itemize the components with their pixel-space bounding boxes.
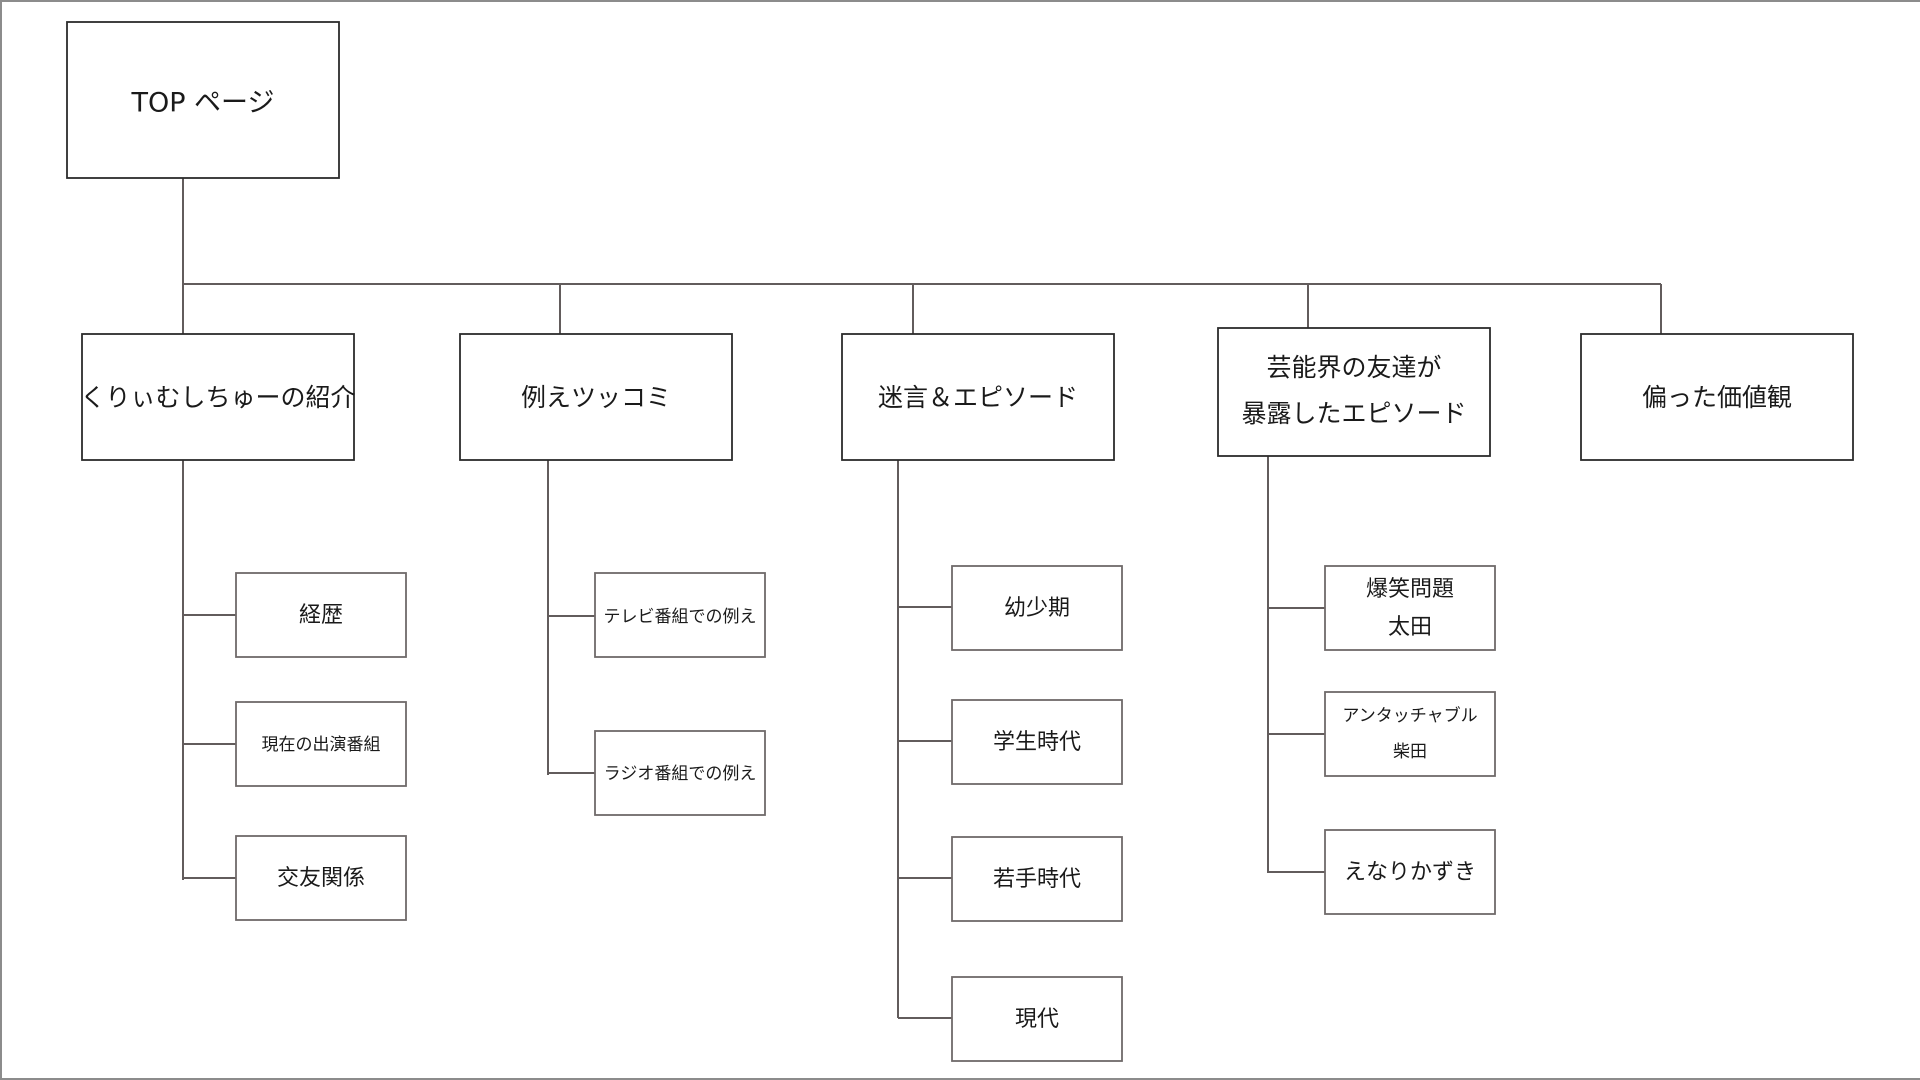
node-enari[interactable]: えなりかずき — [1324, 829, 1496, 915]
node-radio-example[interactable]: ラジオ番組での例え — [594, 730, 766, 816]
node-gakusei-box[interactable] — [951, 699, 1123, 785]
node-wakate-label: 若手時代 — [993, 867, 1081, 892]
node-bangumi-box[interactable] — [235, 701, 407, 787]
node-enari-box[interactable] — [1324, 829, 1496, 915]
node-top-page-label: TOP ページ — [130, 88, 274, 119]
node-bangumi[interactable]: 現在の出演番組 — [235, 701, 407, 787]
node-bangumi-label: 現在の出演番組 — [262, 735, 381, 755]
node-gendai-label: 現代 — [1015, 1007, 1059, 1032]
node-geinokai-label-line1: 芸能界の友達が — [1266, 353, 1441, 382]
node-ohta-box[interactable] — [1324, 565, 1496, 651]
node-radio-example-label: ラジオ番組での例え — [604, 764, 757, 784]
node-keireki-label: 経歴 — [299, 603, 343, 628]
node-keireki[interactable]: 経歴 — [235, 572, 407, 658]
node-meigen[interactable]: 迷言＆エピソード — [841, 333, 1115, 461]
node-tv-example-box[interactable] — [594, 572, 766, 658]
node-gendai[interactable]: 現代 — [951, 976, 1123, 1062]
node-shibata-label-line2: 柴田 — [1393, 742, 1427, 762]
node-gendai-box[interactable] — [951, 976, 1123, 1062]
node-geinokai-label-line2: 暴露したエピソード — [1241, 399, 1466, 428]
node-top-page[interactable]: TOP ページ — [66, 21, 340, 179]
node-tsukkomi-label: 例えツッコミ — [521, 383, 671, 412]
node-tsukkomi[interactable]: 例えツッコミ — [459, 333, 733, 461]
node-kachikan-box[interactable] — [1580, 333, 1854, 461]
node-kouyuu-label: 交友関係 — [277, 866, 365, 891]
node-ohta-label-line2: 太田 — [1388, 615, 1432, 640]
node-kachikan[interactable]: 偏った価値観 — [1580, 333, 1854, 461]
node-intro-label: くりぃむしちゅーの紹介 — [80, 383, 355, 412]
node-enari-label: えなりかずき — [1344, 860, 1476, 885]
node-youshouki-box[interactable] — [951, 565, 1123, 651]
node-intro[interactable]: くりぃむしちゅーの紹介 — [80, 333, 356, 461]
node-kouyuu-box[interactable] — [235, 835, 407, 921]
node-shibata-label-line1: アンタッチャブル — [1342, 705, 1477, 726]
node-shibata-box[interactable] — [1324, 691, 1496, 777]
node-top-page-box[interactable] — [66, 21, 340, 179]
node-kouyuu[interactable]: 交友関係 — [235, 835, 407, 921]
node-kachikan-label: 偏った価値観 — [1642, 383, 1792, 412]
node-meigen-box[interactable] — [841, 333, 1115, 461]
node-geinokai-box[interactable] — [1217, 327, 1491, 457]
node-youshouki-label: 幼少期 — [1004, 596, 1070, 621]
node-radio-example-box[interactable] — [594, 730, 766, 816]
node-ohta-label-line1: 爆笑問題 — [1366, 577, 1454, 602]
node-meigen-label: 迷言＆エピソード — [878, 383, 1078, 412]
node-youshouki[interactable]: 幼少期 — [951, 565, 1123, 651]
connector-layer — [181, 178, 1663, 1020]
node-ohta[interactable]: 爆笑問題 太田 — [1324, 565, 1496, 651]
node-tsukkomi-box[interactable] — [459, 333, 733, 461]
node-tv-example-label: テレビ番組での例え — [604, 607, 757, 627]
node-wakate[interactable]: 若手時代 — [951, 836, 1123, 922]
node-wakate-box[interactable] — [951, 836, 1123, 922]
node-gakusei-label: 学生時代 — [993, 730, 1081, 755]
node-shibata[interactable]: アンタッチャブル 柴田 — [1324, 691, 1496, 777]
node-geinokai[interactable]: 芸能界の友達が 暴露したエピソード — [1217, 327, 1491, 457]
node-keireki-box[interactable] — [235, 572, 407, 658]
node-intro-box[interactable] — [81, 333, 355, 461]
node-tv-example[interactable]: テレビ番組での例え — [594, 572, 766, 658]
node-gakusei[interactable]: 学生時代 — [951, 699, 1123, 785]
